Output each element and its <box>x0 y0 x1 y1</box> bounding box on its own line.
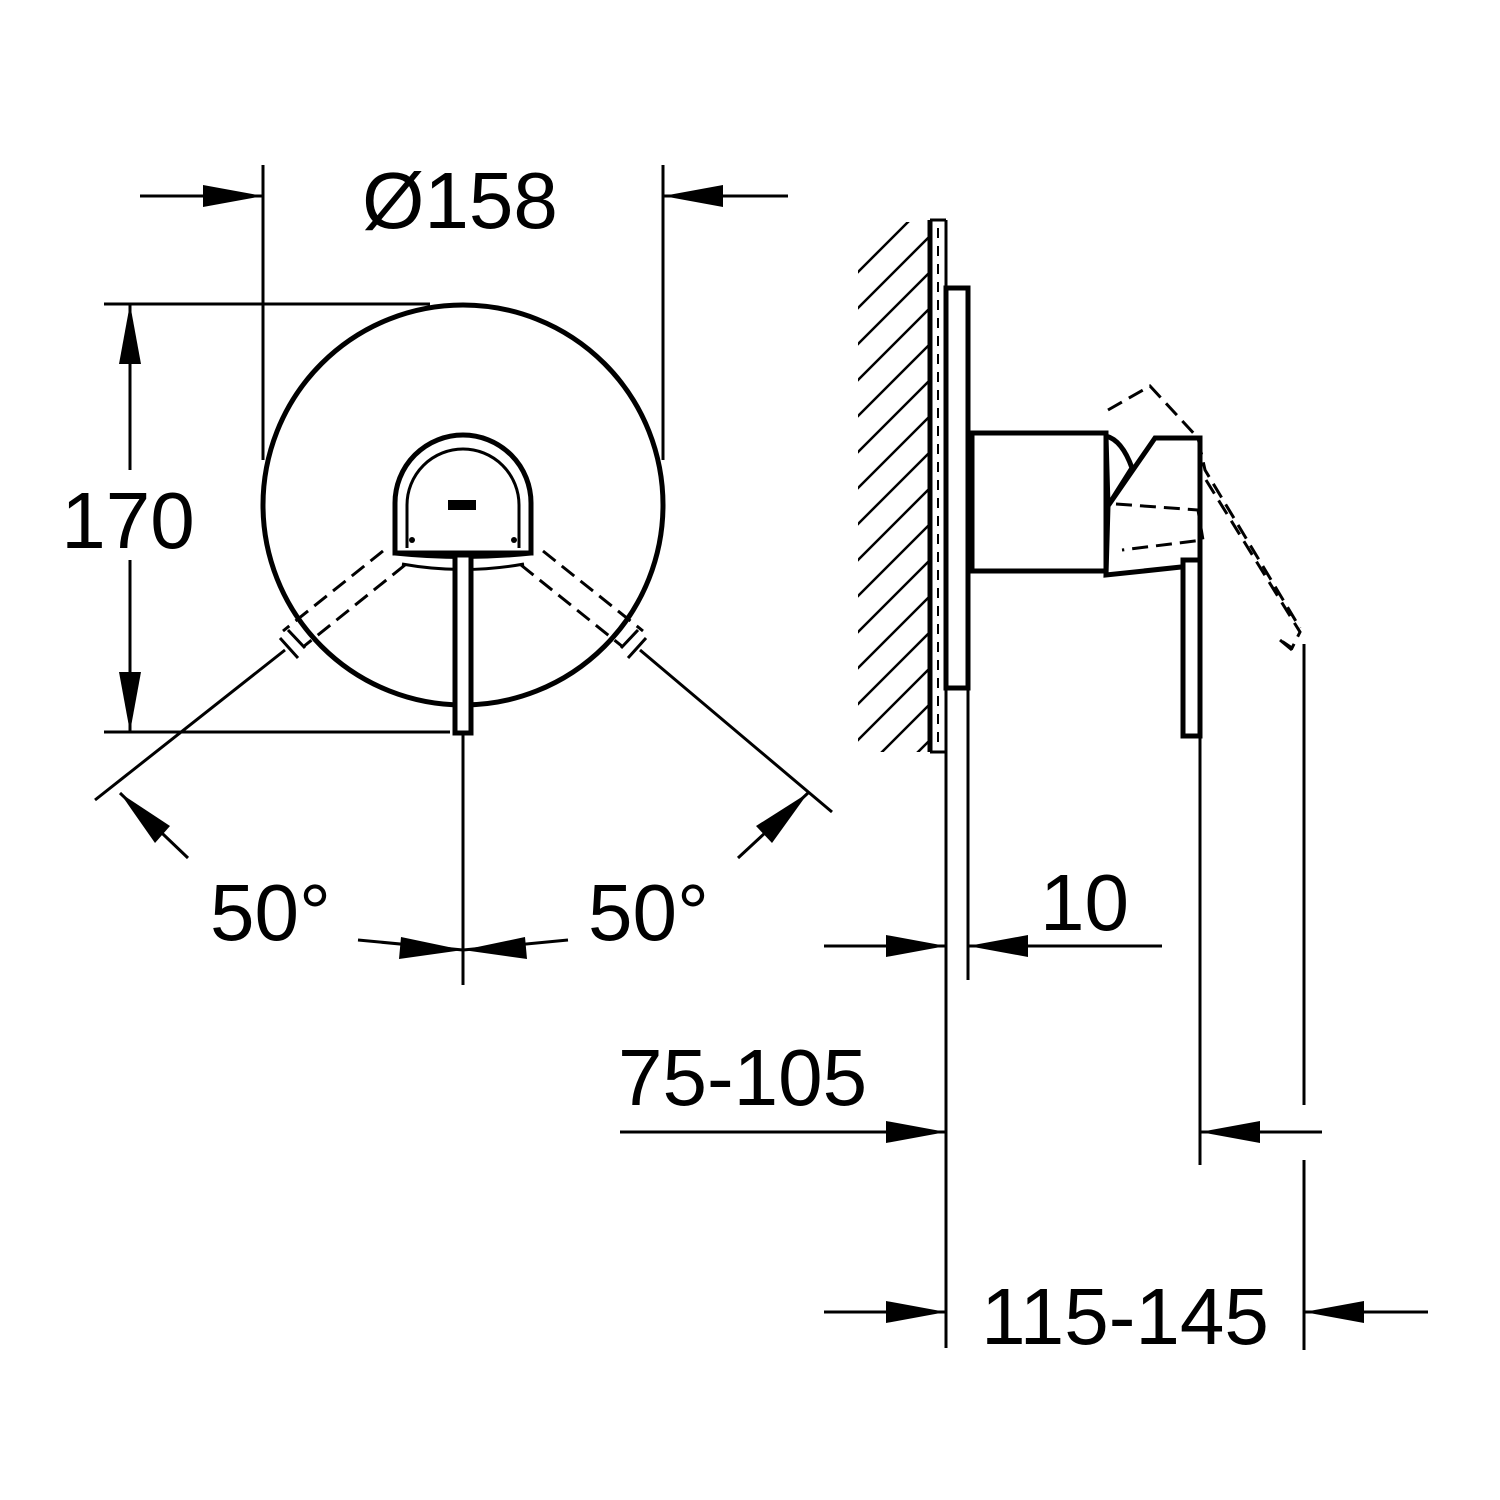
height-label: 170 <box>61 476 194 565</box>
rosette-depth-dimension: 10 <box>824 858 1162 957</box>
height-dimension: 170 <box>61 302 450 734</box>
handle-body-side <box>969 430 1203 739</box>
rosette-side <box>943 285 971 691</box>
handle-lever <box>452 552 474 736</box>
total-depth-dimension: 115-145 <box>824 644 1428 1361</box>
wall-hatch <box>858 222 930 752</box>
install-depth-dimension: 75-105 <box>618 736 1322 1165</box>
rosette-depth-label: 10 <box>1040 858 1129 947</box>
total-depth-label: 115-145 <box>981 1272 1269 1361</box>
install-depth-label: 75-105 <box>618 1033 867 1122</box>
mixer-handle <box>392 432 534 736</box>
diameter-dimension: Ø158 <box>140 156 788 460</box>
angle-right-label: 50° <box>588 868 709 957</box>
side-view: 10 75-105 115-145 <box>618 218 1428 1361</box>
angle-dimension: 50° 50° <box>94 648 833 985</box>
lever-rotation-right <box>520 549 648 660</box>
handle-hood <box>392 432 534 556</box>
diameter-label: Ø158 <box>362 156 558 245</box>
handle-indicator <box>448 500 476 510</box>
lever-rotation-side <box>1107 384 1302 652</box>
lever-rotation-left <box>278 549 406 660</box>
lever-side <box>1180 557 1203 739</box>
angle-left-label: 50° <box>210 868 331 957</box>
front-view: Ø158 170 <box>61 156 833 985</box>
